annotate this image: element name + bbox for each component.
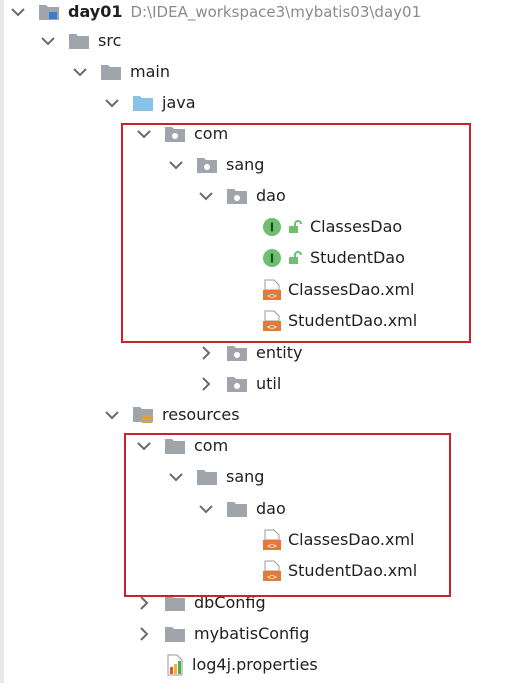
folder-icon [164,436,186,456]
tree-row-java-classes-xml[interactable]: <> ClassesDao.xml [262,276,415,304]
tree-label: com [194,436,229,455]
tree-label: sang [226,155,265,174]
tree-row-res-classes-xml[interactable]: <> ClassesDao.xml [262,526,415,554]
tree-row-entity[interactable]: entity [198,339,302,367]
chevron-down-icon[interactable] [168,157,184,173]
tree-row-java[interactable]: java [104,89,196,117]
package-icon [164,124,186,144]
chevron-down-icon[interactable] [198,501,214,517]
tree-row-java-student-xml[interactable]: <> StudentDao.xml [262,307,417,335]
folder-icon [68,31,90,51]
tree-label: dbConfig [194,593,266,612]
package-icon [226,374,248,394]
package-icon [196,155,218,175]
folder-icon [164,624,186,644]
tree-label: main [130,62,170,81]
svg-text:<>: <> [267,573,277,582]
tree-row-res-sang[interactable]: sang [168,463,264,491]
folder-icon [164,593,186,613]
unlock-icon [288,220,302,234]
xml-file-icon: <> [262,310,282,332]
xml-file-icon: <> [262,529,282,551]
tree-label: mybatisConfig [194,624,310,643]
tree-row-log4j[interactable]: log4j.properties [164,651,318,679]
properties-file-icon [164,654,186,676]
svg-text:<>: <> [267,542,277,551]
tree-label: entity [256,343,303,362]
folder-icon [100,62,122,82]
tree-label: sang [226,467,265,486]
tree-scroll-edge[interactable] [0,0,4,683]
unlock-icon [288,251,302,265]
tree-row-mybatisconfig[interactable]: mybatisConfig [136,620,309,648]
tree-row-res-com[interactable]: com [136,432,228,460]
tree-label: ClassesDao.xml [288,280,415,299]
project-path: D:\IDEA_workspace3\mybatis03\day01 [130,3,422,21]
tree-label: ClassesDao [310,217,403,236]
chevron-down-icon[interactable] [40,33,56,49]
interface-badge-text: I [270,221,274,235]
tree-label: util [256,374,282,393]
tree-row-classes-dao[interactable]: I ClassesDao [262,213,402,241]
tree-row-java-dao[interactable]: dao [198,182,286,210]
tree-row-resources[interactable]: resources [104,401,240,429]
tree-label: com [194,124,229,143]
package-icon [226,186,248,206]
chevron-right-icon[interactable] [136,626,152,642]
tree-label: log4j.properties [192,655,318,674]
xml-file-icon: <> [262,279,282,301]
tree-row-util[interactable]: util [198,370,281,398]
tree-label: ClassesDao.xml [288,530,415,549]
tree-label: dao [256,499,286,518]
tree-row-dbconfig[interactable]: dbConfig [136,589,266,617]
chevron-down-icon[interactable] [104,407,120,423]
chevron-right-icon[interactable] [136,595,152,611]
tree-row-res-student-xml[interactable]: <> StudentDao.xml [262,557,417,585]
chevron-down-icon[interactable] [198,188,214,204]
tree-label: dao [256,186,286,205]
interface-icon: I [262,248,282,268]
tree-label: resources [162,405,240,424]
folder-icon [196,467,218,487]
tree-row-java-sang[interactable]: sang [168,151,264,179]
xml-file-icon: <> [262,560,282,582]
module-folder-icon [38,2,60,22]
tree-row-main[interactable]: main [72,58,170,86]
tree-label: StudentDao.xml [288,561,418,580]
chevron-down-icon[interactable] [10,4,26,20]
tree-row-src[interactable]: src [40,27,121,55]
interface-badge-text: I [270,252,274,266]
package-icon [226,343,248,363]
tree-row-res-dao[interactable]: dao [198,495,286,523]
interface-icon: I [262,217,282,237]
chevron-down-icon[interactable] [136,126,152,142]
tree-label: StudentDao [310,248,405,267]
tree-label: src [98,31,122,50]
project-name: day01 [68,2,123,21]
source-folder-icon [132,93,154,113]
svg-text:<>: <> [267,323,277,332]
tree-row-day01[interactable]: day01 D:\IDEA_workspace3\mybatis03\day01 [10,0,421,26]
chevron-down-icon[interactable] [72,64,88,80]
tree-label: java [162,93,196,112]
resources-folder-icon [132,405,154,425]
tree-row-java-com[interactable]: com [136,120,228,148]
svg-text:<>: <> [267,292,277,301]
chevron-down-icon[interactable] [168,469,184,485]
folder-icon [226,499,248,519]
tree-row-student-dao[interactable]: I StudentDao [262,244,405,272]
chevron-right-icon[interactable] [198,345,214,361]
chevron-right-icon[interactable] [198,376,214,392]
chevron-down-icon[interactable] [104,95,120,111]
tree-label: StudentDao.xml [288,311,418,330]
chevron-down-icon[interactable] [136,438,152,454]
